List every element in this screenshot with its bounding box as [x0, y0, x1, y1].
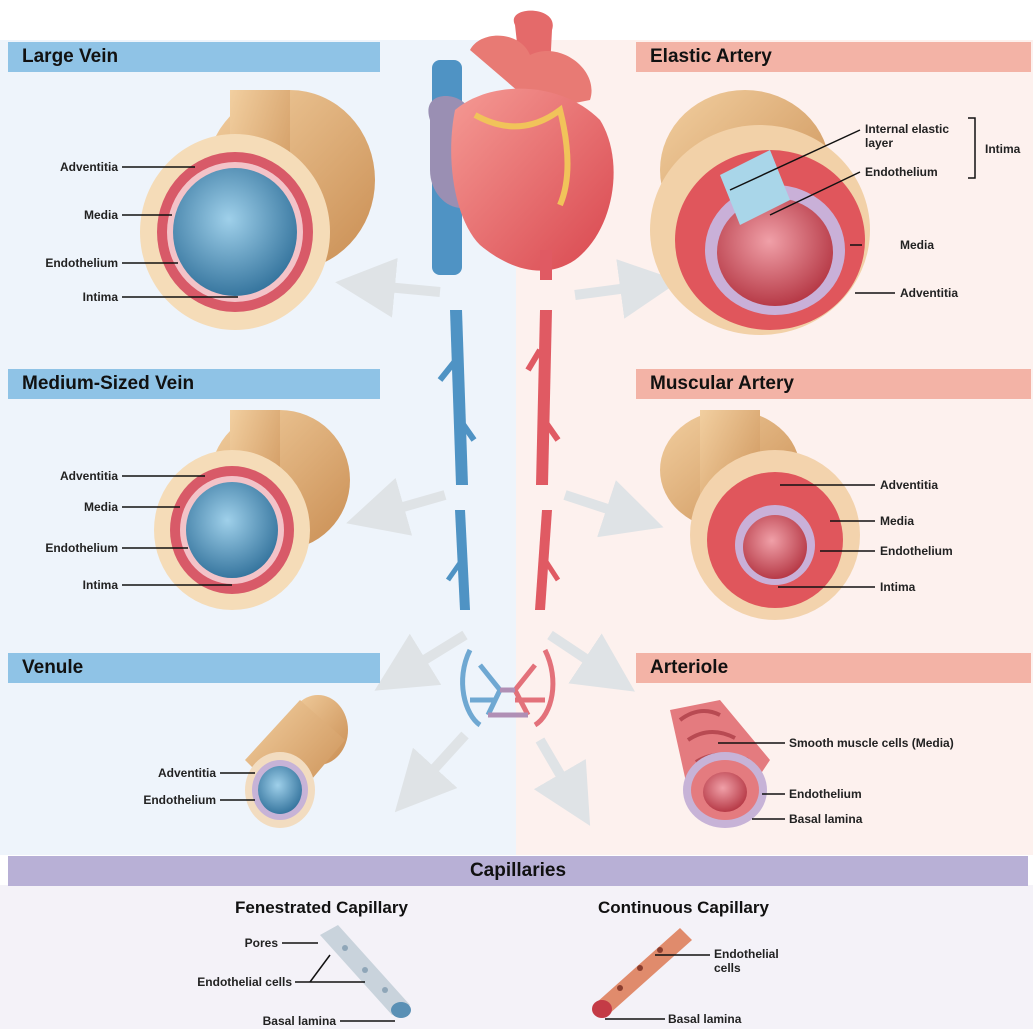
arteriole-label-smooth-muscle: Smooth muscle cells (Media)	[789, 736, 959, 750]
venule-header: Venule	[8, 653, 380, 683]
medium-vein-label-intima: Intima	[10, 578, 118, 592]
continuous-label-basal-lamina: Basal lamina	[668, 1012, 741, 1026]
large-vein-illustration	[140, 90, 375, 330]
medium-vein-label-media: Media	[10, 500, 118, 514]
elastic-artery-label-internal-elastic-layer: Internal elastic layer	[865, 122, 965, 150]
elastic-artery-label-intima: Intima	[985, 142, 1020, 156]
elastic-artery-label-adventitia: Adventitia	[900, 286, 958, 300]
muscular-artery-label-media: Media	[880, 514, 914, 528]
direction-arrows	[365, 285, 650, 800]
large-vein-label-intima: Intima	[10, 290, 118, 304]
arteriole-header: Arteriole	[636, 653, 1031, 683]
muscular-artery-label-intima: Intima	[880, 580, 915, 594]
elastic-artery-label-media: Media	[900, 238, 934, 252]
large-vein-header: Large Vein	[8, 42, 380, 72]
capillaries-header: Capillaries	[8, 856, 1028, 886]
fenestrated-capillary-illustration	[320, 925, 411, 1018]
medium-vein-label-endothelium: Endothelium	[10, 541, 118, 555]
arteriole-illustration	[670, 700, 770, 828]
elastic-artery-illustration	[650, 90, 870, 335]
capillary-bed	[463, 650, 553, 725]
arteriole-label-endothelium: Endothelium	[789, 787, 862, 801]
large-vein-label-adventitia: Adventitia	[10, 160, 118, 174]
medium-vein-header: Medium-Sized Vein	[8, 369, 380, 399]
muscular-artery-header: Muscular Artery	[636, 369, 1031, 399]
arteriole-label-basal-lamina: Basal lamina	[789, 812, 862, 826]
venule-illustration	[245, 695, 348, 828]
medium-vein-label-adventitia: Adventitia	[10, 469, 118, 483]
large-vein-label-media: Media	[10, 208, 118, 222]
venule-label-adventitia: Adventitia	[100, 766, 216, 780]
continuous-capillary-illustration	[592, 928, 692, 1018]
continuous-capillary-title: Continuous Capillary	[598, 898, 769, 918]
continuous-label-endothelial-cells: Endothelial cells	[714, 947, 804, 975]
venule-label-endothelium: Endothelium	[100, 793, 216, 807]
muscular-artery-illustration	[660, 410, 860, 620]
vessel-strips	[440, 310, 558, 610]
fenestrated-label-pores: Pores	[180, 936, 278, 950]
fenestrated-label-endothelial-cells: Endothelial cells	[140, 975, 292, 989]
elastic-artery-header: Elastic Artery	[636, 42, 1031, 72]
heart-illustration	[428, 11, 613, 280]
fenestrated-label-basal-lamina: Basal lamina	[200, 1014, 336, 1028]
muscular-artery-label-endothelium: Endothelium	[880, 544, 953, 558]
medium-vein-illustration	[154, 410, 350, 610]
elastic-artery-label-endothelium: Endothelium	[865, 165, 938, 179]
muscular-artery-label-adventitia: Adventitia	[880, 478, 938, 492]
fenestrated-capillary-title: Fenestrated Capillary	[235, 898, 408, 918]
large-vein-label-endothelium: Endothelium	[10, 256, 118, 270]
